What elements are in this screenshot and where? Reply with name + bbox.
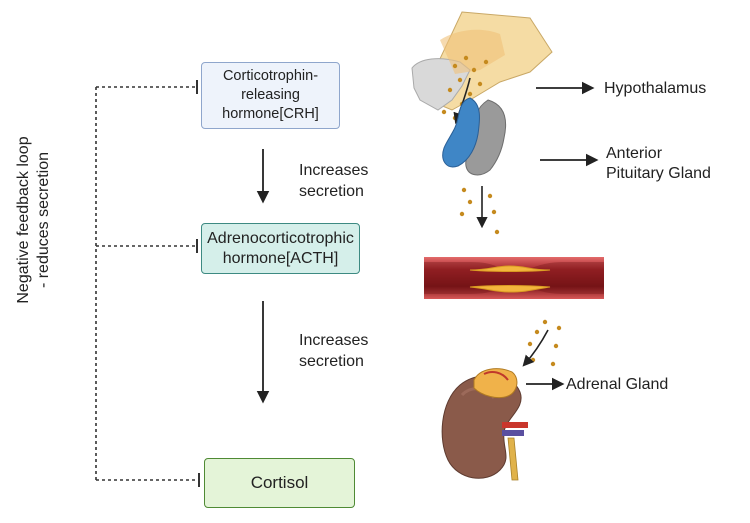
crh-label: Corticotrophin-releasing hormone[CRH] [222,68,319,122]
feedback-bracket [95,80,200,487]
pituitary-label: Anterior Pituitary Gland [606,144,711,184]
pituitary-label-line1: Anterior [606,145,663,162]
cortisol-box: Cortisol [204,458,355,508]
cortisol-label: Cortisol [250,473,309,492]
crh-box: Corticotrophin-releasing hormone[CRH] [201,62,340,129]
increases-secretion-label-2: Increases secretion [299,332,369,370]
increases-secretion-label-1: Increases secretion [299,162,369,200]
adrenal-label: Adrenal Gland [566,376,669,393]
feedback-label-line2: - reduces secretion [35,151,52,289]
hypothalamus-illustration [411,11,553,125]
acth-box: Adrenocorticotrophic hormone[ACTH] [201,223,360,274]
pituitary-label-line2: Pituitary Gland [606,165,711,182]
acth-label: Adrenocorticotrophic hormone[ACTH] [207,229,354,267]
hypothalamus-label: Hypothalamus [604,80,707,97]
kidney-adrenal-illustration [441,319,562,481]
pituitary-illustration [442,97,507,235]
blood-vessel-illustration [424,257,604,299]
feedback-label-line1: Negative feedback loop [15,136,32,304]
